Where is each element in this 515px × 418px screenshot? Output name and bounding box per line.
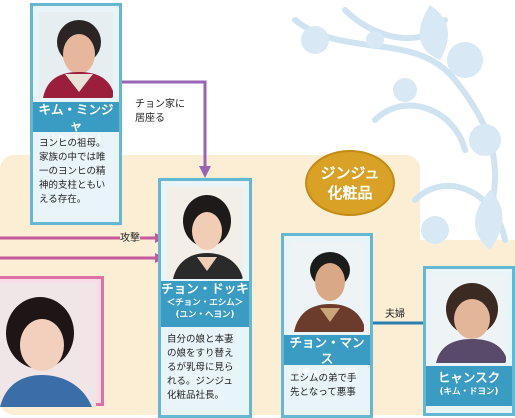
chon-docki-name-bar: チョン・ドッキ ＜チョン・エシム＞ (ユン・ヘヨン) xyxy=(161,281,249,327)
character-card-chon-mansu: チョン・マンス (チョン・ヒテ) エシムの弟で手 先となって悪事 xyxy=(281,233,373,418)
chon-family-label: チョン家に 居座る xyxy=(135,99,185,124)
chon-mansu-description: エシムの弟で手 先となって悪事 xyxy=(290,373,357,398)
chon-docki-actor: (ユン・ヘヨン) xyxy=(175,310,235,320)
chon-mansu-name: チョン・マンス xyxy=(289,335,365,366)
chon-docki-description: 自分の娘と本妻 の娘をすり替え るが乳母に見ら れる。ジンジュ 化粧品社長。 xyxy=(167,334,234,401)
chon-family-arrow-head xyxy=(199,166,211,178)
character-card-partial-left xyxy=(0,276,104,407)
floral-decoration xyxy=(292,5,508,250)
chon-docki-alias: ＜チョン・エシム＞ xyxy=(166,298,244,308)
chon-mansu-name-bar: チョン・マンス (チョン・ヒテ) xyxy=(284,335,370,378)
character-card-hyangsuk: ヒャンスク (キム・ドヨン) xyxy=(423,266,515,416)
kim-minja-photo xyxy=(39,12,113,98)
character-card-kim-minja: キム・ミンジャ (オ・ミヨン) ヨンヒの祖母。 家族の中では唯 一のヨンヒの精 … xyxy=(30,3,122,225)
chon-docki-photo xyxy=(167,187,243,279)
attack-label: 攻撃 xyxy=(120,232,140,246)
jinju-cosmetics-badge: ジンジュ 化粧品 xyxy=(305,150,395,216)
partial-left-photo xyxy=(0,283,96,407)
hyangsuk-photo xyxy=(432,275,506,363)
kim-minja-description: ヨンヒの祖母。 家族の中では唯 一のヨンヒの精 神的支柱ともい える存在。 xyxy=(39,138,106,205)
spouse-label: 夫婦 xyxy=(385,309,405,320)
chon-mansu-actor: (チョン・ヒテ) xyxy=(297,368,357,378)
chon-family-arrow-line xyxy=(122,80,207,168)
chon-docki-name: チョン・ドッキ xyxy=(161,281,249,296)
character-card-chon-docki: チョン・ドッキ ＜チョン・エシム＞ (ユン・ヘヨン) 自分の娘と本妻 の娘をすり… xyxy=(158,178,252,418)
kim-minja-name-bar: キム・ミンジャ (オ・ミヨン) xyxy=(33,102,119,145)
hyangsuk-actor: (キム・ドヨン) xyxy=(439,387,499,397)
hyangsuk-name-bar: ヒャンスク (キム・ドヨン) xyxy=(426,366,512,406)
kim-minja-actor: (オ・ミヨン) xyxy=(50,135,102,145)
hyangsuk-name: ヒャンスク xyxy=(437,370,501,385)
kim-minja-name: キム・ミンジャ xyxy=(38,102,114,133)
chon-mansu-photo xyxy=(290,242,364,332)
